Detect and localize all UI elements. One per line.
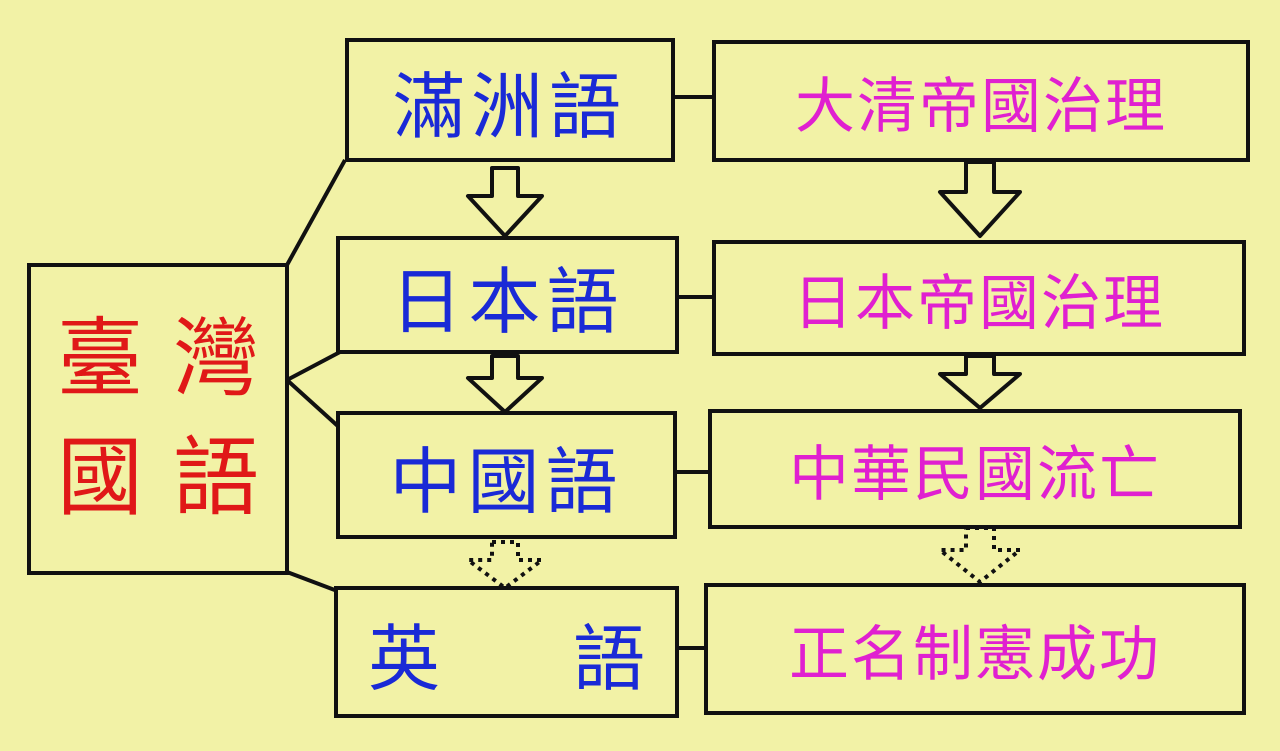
dotted-down-arrow-icon [938,526,1022,584]
language-box-japanese: 日本語 [336,236,679,354]
language-box-manchu: 滿洲語 [345,38,675,162]
down-arrow-icon [938,160,1022,238]
root-char: 臺 [57,309,143,410]
government-box-japan: 日本帝國治理 [712,240,1246,356]
connector-root-english [286,570,341,594]
language-label-part: 英 [368,616,441,701]
root-char: 語 [173,428,259,528]
government-box-qing: 大清帝國治理 [712,40,1250,162]
root-label: 臺 灣 國 語 [57,310,259,528]
root-char: 國 [57,428,143,528]
down-arrow-icon [466,354,544,414]
government-label: 日本帝國治理 [793,268,1165,339]
connector-root-japanese [286,350,341,382]
down-arrow-icon [938,354,1022,410]
language-label: 滿洲語 [392,64,627,149]
language-label-part: 語 [572,616,645,701]
dotted-down-arrow-icon [466,540,544,590]
government-label: 中華民國流亡 [789,439,1161,510]
root-box-taiwan-national-language: 臺 灣 國 語 [27,263,289,575]
connector-root-chinese [285,378,342,430]
down-arrow-icon [466,166,544,238]
language-label: 日本語 [390,259,625,344]
language-label: 中國語 [389,439,624,524]
root-char: 灣 [173,309,259,410]
government-box-name-rectification: 正名制憲成功 [704,583,1246,715]
government-label: 正名制憲成功 [789,619,1161,690]
government-label: 大清帝國治理 [795,71,1167,142]
connector-root-manchu [285,159,347,266]
language-box-english: 英 語 [334,586,679,718]
language-box-chinese: 中國語 [336,411,677,539]
government-box-roc-exile: 中華民國流亡 [708,409,1242,529]
